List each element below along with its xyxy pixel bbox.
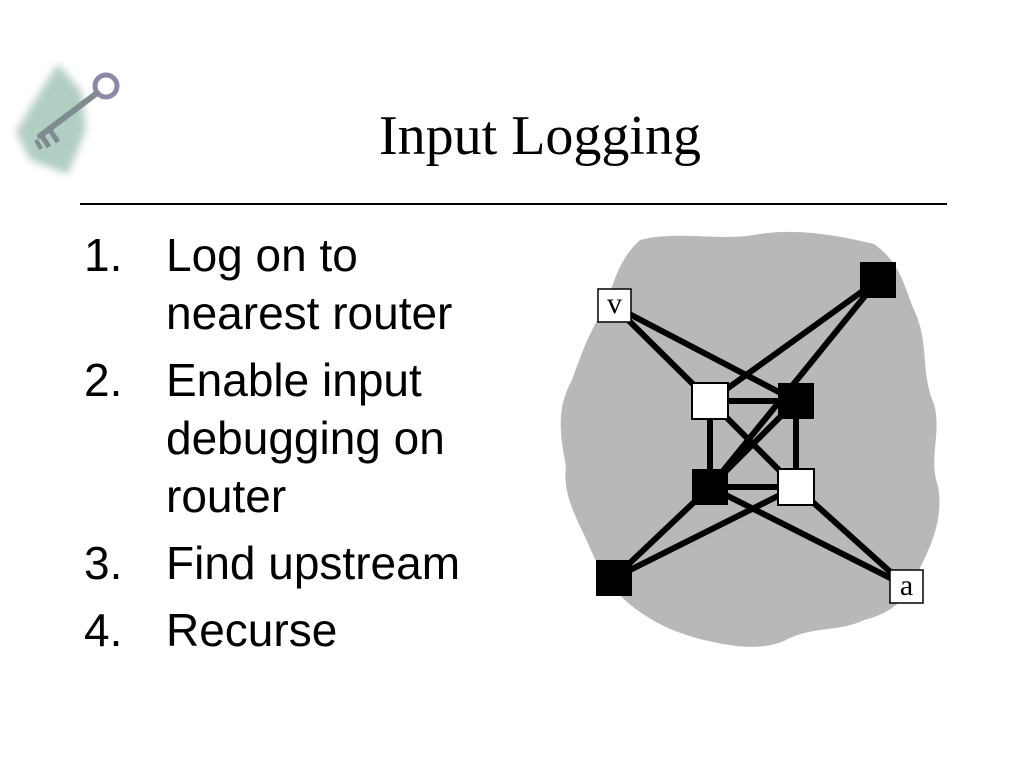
router-node — [691, 382, 729, 420]
router-node — [692, 469, 728, 505]
network-link — [708, 277, 880, 404]
network-link — [612, 484, 798, 581]
attacker-node — [889, 569, 924, 604]
step-number: 3. — [84, 537, 123, 589]
network-diagram: v a — [560, 231, 940, 647]
step-number: 2. — [84, 354, 123, 406]
router-node — [860, 262, 896, 298]
step-text: Log on to nearest router — [166, 229, 453, 339]
step-number: 1. — [84, 229, 123, 281]
victim-node — [597, 288, 632, 323]
title-divider — [80, 203, 947, 205]
step-text: Enable input debugging on router — [166, 354, 445, 522]
router-node — [778, 383, 814, 419]
list-item: 4. Recurse — [84, 601, 524, 659]
list-item: 3. Find upstream — [84, 534, 524, 592]
key-logo-icon — [16, 64, 120, 174]
victim-label: v — [607, 287, 622, 320]
network-link — [708, 484, 908, 589]
steps-list: 1. Log on to nearest router 2. Enable in… — [84, 226, 524, 668]
step-text: Recurse — [166, 604, 338, 656]
router-node — [596, 560, 632, 596]
attacker-label: a — [900, 569, 913, 602]
step-text: Find upstream — [166, 537, 461, 589]
network-link — [612, 303, 798, 404]
list-item: 1. Log on to nearest router — [84, 226, 524, 342]
list-item: 2. Enable input debugging on router — [84, 351, 524, 525]
step-number: 4. — [84, 604, 123, 656]
slide-title: Input Logging — [379, 105, 701, 167]
router-node — [777, 468, 815, 506]
